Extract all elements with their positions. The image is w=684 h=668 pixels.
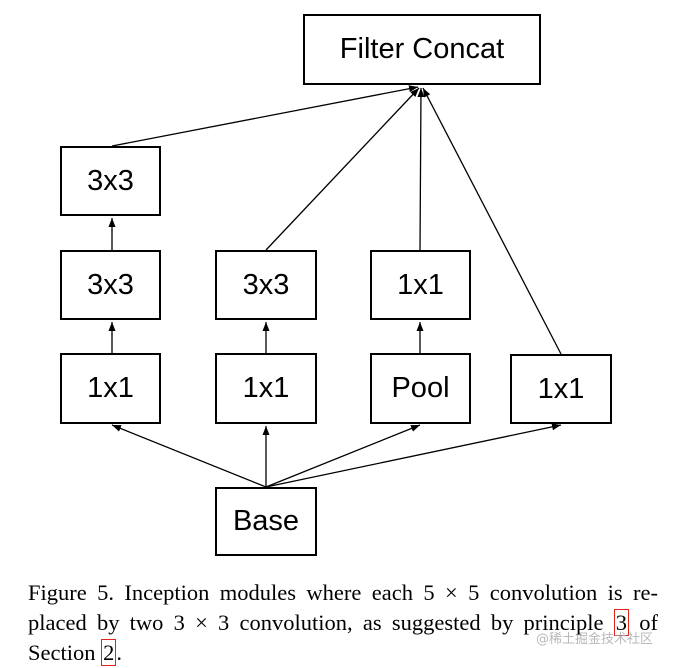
pool-box: Pool — [370, 353, 471, 424]
column4-1x1-box: 1x1 — [510, 354, 612, 424]
section-reference-link[interactable]: 2 — [101, 639, 117, 666]
arrow-base-to-c4-1x1 — [265, 423, 562, 488]
caption-line-2-tail: of — [639, 610, 659, 635]
watermark-text: @稀土掘金技术社区 — [536, 632, 654, 647]
caption-line-2-text: placed by two 3 × 3 convolution, as sugg… — [28, 610, 604, 635]
filter-concat-box: Filter Concat — [303, 14, 541, 85]
column1-3x3-top-box: 3x3 — [60, 146, 161, 216]
arrow-c4-1x1-to-concat — [422, 87, 562, 355]
arrow-c3-1x1-to-concat — [417, 87, 425, 251]
inception-module-diagram: Filter Concat 3x3 3x3 3x3 1x1 1x1 1x1 Po… — [60, 14, 612, 556]
arrow-base-to-pool — [265, 424, 421, 488]
column1-1x1-box: 1x1 — [60, 353, 161, 424]
column2-3x3-box: 3x3 — [215, 250, 317, 320]
caption-line-3-period: . — [116, 640, 122, 665]
principle-reference-link[interactable]: 3 — [613, 609, 630, 636]
arrow-base-to-c1-1x1 — [111, 424, 267, 488]
column2-1x1-box: 1x1 — [215, 353, 317, 424]
base-box: Base — [215, 487, 317, 556]
arrow-c1-top-to-concat — [111, 85, 419, 147]
caption-line-3-text: Section — [28, 640, 96, 665]
arrow-c2-3x3-to-concat — [265, 87, 420, 251]
caption-line-1: Figure 5. Inception modules where each 5… — [28, 580, 658, 605]
diagram-arrows — [108, 85, 562, 488]
caption-line-2: placed by two 3 × 3 convolution, as sugg… — [28, 608, 658, 638]
column3-1x1-box: 1x1 — [370, 250, 471, 320]
figure-caption: Figure 5. Inception modules where each 5… — [28, 578, 668, 668]
column1-3x3-mid-box: 3x3 — [60, 250, 161, 320]
caption-line-3: Section 2. — [28, 638, 668, 668]
